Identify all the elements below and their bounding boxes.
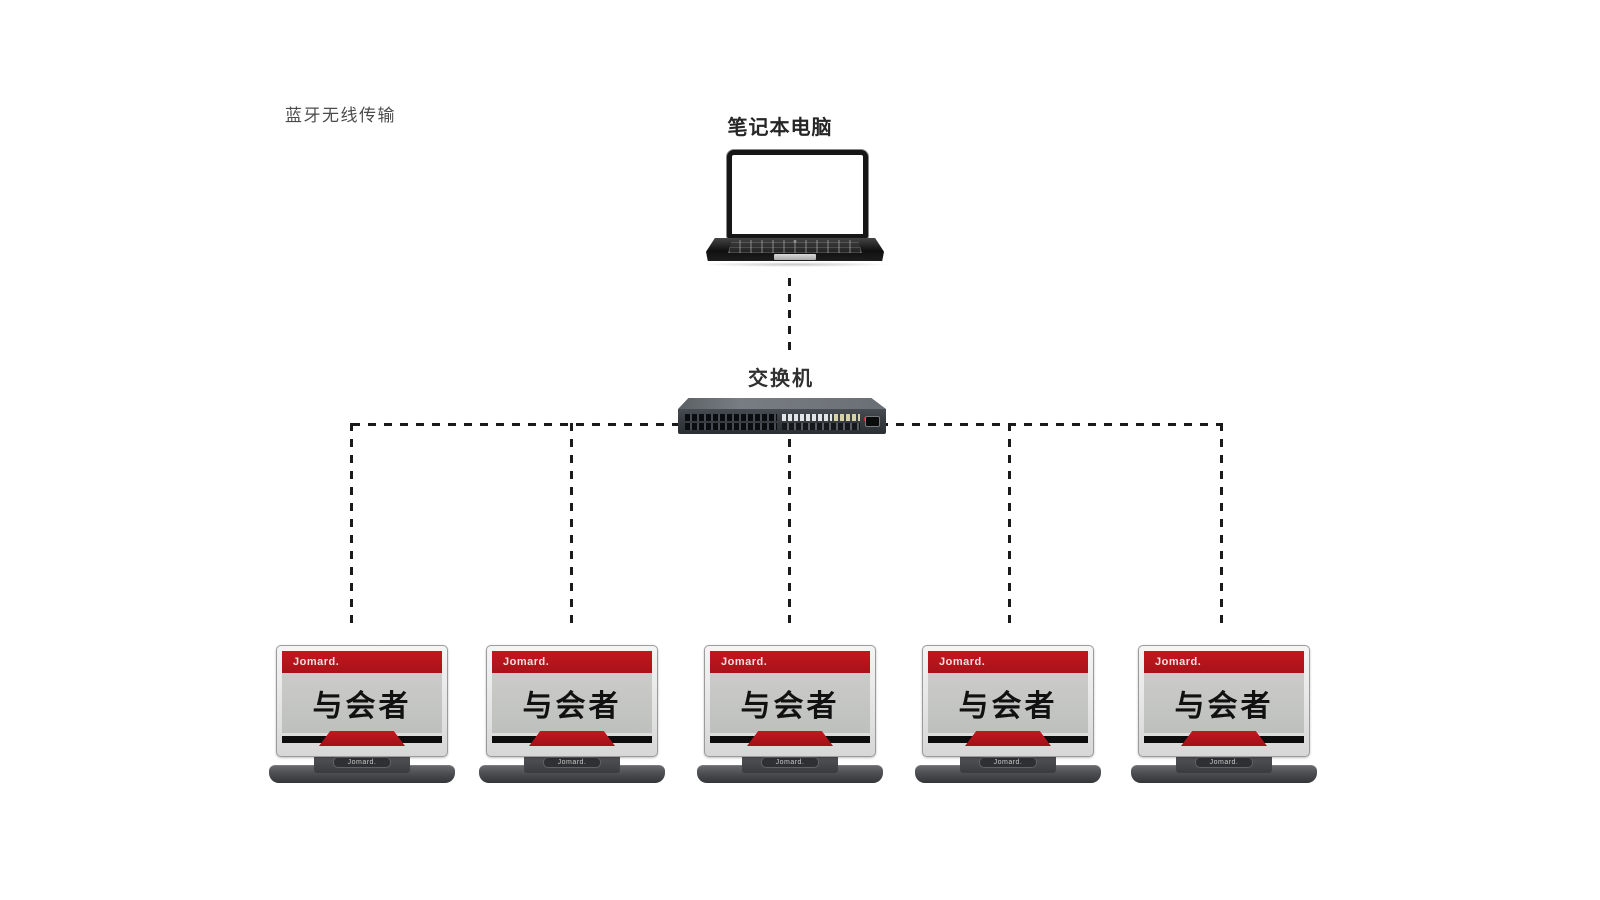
connector-drop-5 [1220, 423, 1223, 629]
laptop-trackpad [774, 254, 816, 260]
attendee-label: 与会者 [958, 690, 1058, 723]
switch-sfp-slots-lower [782, 423, 860, 430]
connector-drop-2 [570, 423, 573, 629]
nameplate-screen: 与会者 [492, 673, 652, 733]
footer-red-trapezoid [529, 731, 615, 746]
network-switch-illustration [678, 398, 886, 434]
nameplate-screen: 与会者 [710, 673, 870, 733]
footer-red-trapezoid [965, 731, 1051, 746]
nameplate-card: Jomard. 与会者 [276, 645, 448, 757]
connector-laptop-to-switch [788, 278, 791, 356]
laptop-shadow [700, 262, 890, 267]
nameplate-brand-banner: Jomard. [710, 651, 870, 673]
nameplate-screen: 与会者 [282, 673, 442, 733]
nameplate-card: Jomard. 与会者 [486, 645, 658, 757]
nameplate-stand-logo: Jomard. [979, 756, 1037, 768]
brand-logo: Jomard. [503, 656, 550, 668]
nameplate-stand-logo: Jomard. [761, 756, 819, 768]
attendee-label: 与会者 [740, 690, 840, 723]
laptop-keyboard [728, 240, 862, 253]
brand-logo: Jomard. [721, 656, 768, 668]
nameplate-device-5: Jomard. Jomard. 与会者 [1129, 645, 1319, 785]
nameplate-device-1: Jomard. Jomard. 与会者 [267, 645, 457, 785]
brand-logo: Jomard. [1155, 656, 1202, 668]
switch-console-slots [834, 414, 860, 421]
nameplate-brand-banner: Jomard. [282, 651, 442, 673]
nameplate-stand-logo: Jomard. [1195, 756, 1253, 768]
switch-power-inlet [865, 416, 880, 427]
nameplate-stand-logo: Jomard. [543, 756, 601, 768]
nameplate-device-3: Jomard. Jomard. 与会者 [695, 645, 885, 785]
nameplate-card: Jomard. 与会者 [922, 645, 1094, 757]
nameplate-brand-banner: Jomard. [928, 651, 1088, 673]
nameplate-screen: 与会者 [928, 673, 1088, 733]
laptop-hinge-button [793, 240, 797, 243]
nameplate-brand-banner: Jomard. [1144, 651, 1304, 673]
connector-drop-4 [1008, 423, 1011, 629]
laptop-illustration [698, 148, 892, 268]
nameplate-footer [1144, 731, 1304, 751]
brand-logo: Jomard. [939, 656, 986, 668]
footer-red-trapezoid [319, 731, 405, 746]
nameplate-device-2: Jomard. Jomard. 与会者 [477, 645, 667, 785]
nameplate-footer [928, 731, 1088, 751]
brand-logo: Jomard. [293, 656, 340, 668]
bluetooth-transmission-label: 蓝牙无线传输 [285, 106, 396, 125]
nameplate-brand-banner: Jomard. [492, 651, 652, 673]
switch-sfp-slots-upper [782, 414, 832, 421]
nameplate-stand-logo: Jomard. [333, 756, 391, 768]
laptop-label: 笔记本电脑 [727, 117, 833, 139]
laptop-screen [727, 150, 868, 239]
nameplate-footer [282, 731, 442, 751]
connector-drop-3 [788, 423, 791, 629]
attendee-label: 与会者 [1174, 690, 1274, 723]
attendee-label: 与会者 [312, 690, 412, 723]
switch-label: 交换机 [748, 368, 814, 390]
nameplate-footer [492, 731, 652, 751]
switch-front-panel [678, 409, 886, 434]
switch-top-panel [678, 398, 886, 409]
nameplate-card: Jomard. 与会者 [1138, 645, 1310, 757]
footer-red-trapezoid [747, 731, 833, 746]
attendee-label: 与会者 [522, 690, 622, 723]
nameplate-card: Jomard. 与会者 [704, 645, 876, 757]
switch-ethernet-ports [685, 414, 777, 430]
laptop-keyboard-base [706, 238, 884, 261]
connector-drop-1 [350, 423, 353, 629]
nameplate-screen: 与会者 [1144, 673, 1304, 733]
nameplate-footer [710, 731, 870, 751]
footer-red-trapezoid [1181, 731, 1267, 746]
nameplate-device-4: Jomard. Jomard. 与会者 [913, 645, 1103, 785]
